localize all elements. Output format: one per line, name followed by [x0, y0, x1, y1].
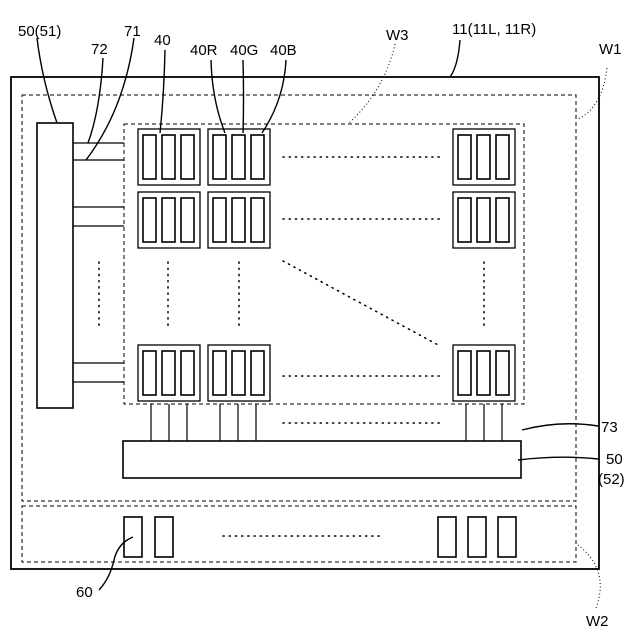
- region-w2-border: [22, 506, 576, 562]
- pixel: [453, 192, 515, 248]
- label-wire-73: 73: [601, 419, 618, 436]
- pixel: [453, 345, 515, 401]
- subpixel: [458, 351, 471, 395]
- pixel: [138, 345, 200, 401]
- terminal-pad: [438, 517, 456, 557]
- subpixel: [232, 351, 245, 395]
- subpixel: [143, 135, 156, 179]
- label-panel: 11(11L, 11R): [452, 21, 536, 38]
- label-left-driver: 50(51): [18, 23, 61, 40]
- subpixel: [477, 351, 490, 395]
- subpixel: [143, 198, 156, 242]
- subpixel: [213, 135, 226, 179]
- subpixel: [232, 135, 245, 179]
- subpixel: [162, 135, 175, 179]
- subpixel: [213, 351, 226, 395]
- subpixel: [477, 198, 490, 242]
- label-terminal-60: 60: [76, 584, 93, 601]
- label-pixel-40: 40: [154, 32, 171, 49]
- subpixel: [496, 135, 509, 179]
- subpixel: [181, 198, 194, 242]
- subpixel: [181, 351, 194, 395]
- subpixel: [181, 135, 194, 179]
- subpixel: [458, 198, 471, 242]
- label-region-w2: W2: [586, 613, 609, 630]
- pixel: [453, 129, 515, 185]
- subpixel: [458, 135, 471, 179]
- label-subpixel-r: 40R: [190, 42, 218, 59]
- subpixel: [162, 198, 175, 242]
- subpixel: [496, 198, 509, 242]
- pixel: [208, 192, 270, 248]
- subpixel: [496, 351, 509, 395]
- terminal-group: [124, 517, 516, 557]
- subpixel: [477, 135, 490, 179]
- pixel: [138, 192, 200, 248]
- label-bottom-driver-sub: (52): [598, 471, 625, 488]
- label-wire-72: 72: [91, 41, 108, 58]
- subpixel: [251, 135, 264, 179]
- bottom-driver-block: [123, 441, 521, 478]
- terminal-pad: [468, 517, 486, 557]
- label-subpixel-g: 40G: [230, 42, 258, 59]
- pixel: [138, 129, 200, 185]
- pixel-array: [138, 129, 515, 401]
- label-bottom-driver: 50: [606, 451, 623, 468]
- subpixel: [251, 198, 264, 242]
- pixel: [208, 129, 270, 185]
- subpixel: [162, 351, 175, 395]
- subpixel: [143, 351, 156, 395]
- left-driver-block: [37, 123, 73, 408]
- label-wire-71: 71: [124, 23, 141, 40]
- subpixel: [213, 198, 226, 242]
- terminal-pad: [498, 517, 516, 557]
- pixel: [208, 345, 270, 401]
- subpixel: [232, 198, 245, 242]
- terminal-pad: [155, 517, 173, 557]
- subpixel: [251, 351, 264, 395]
- label-region-w3: W3: [386, 27, 409, 44]
- label-subpixel-b: 40B: [270, 42, 297, 59]
- label-region-w1: W1: [599, 41, 622, 58]
